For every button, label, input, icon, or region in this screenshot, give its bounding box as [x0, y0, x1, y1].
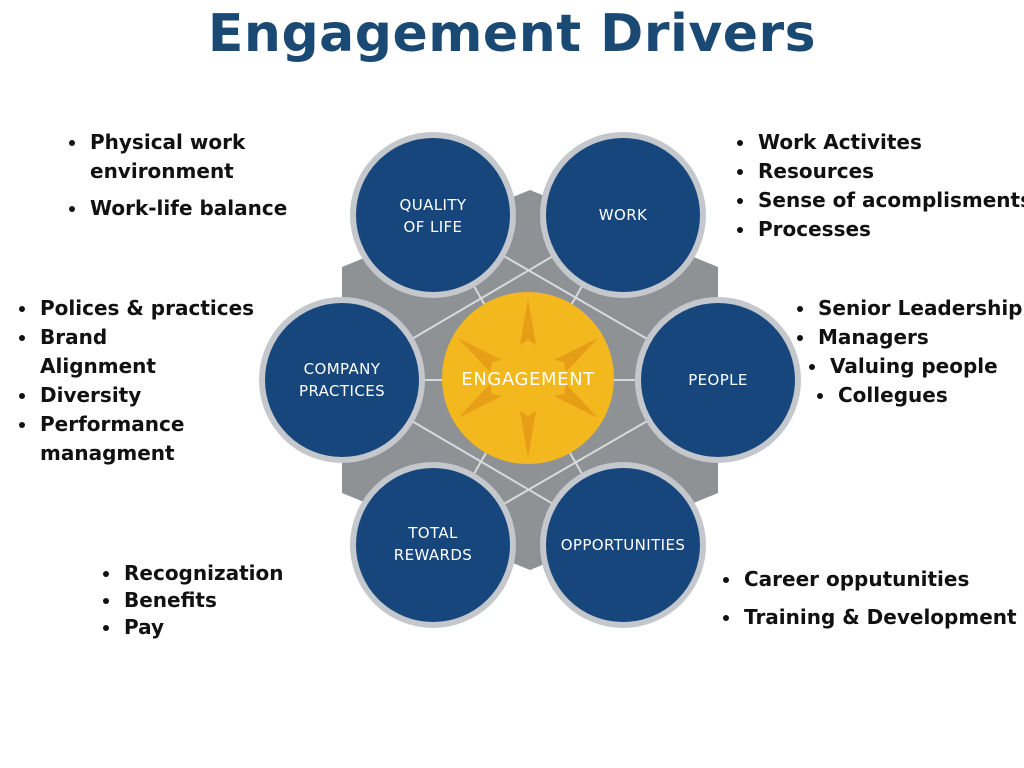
list-item: Benefits [122, 587, 342, 614]
list-item: Valuing people [828, 352, 1024, 381]
list-item: Pay [122, 614, 342, 641]
diagram-title: Engagement Drivers [207, 4, 817, 64]
people-bullets: Senior Leadership Managers Valuing peopl… [798, 294, 1024, 410]
list-item: Recognization [122, 560, 342, 587]
list-item: Managers [816, 323, 1024, 352]
node-opportunities: OPPORTUNITIES [540, 462, 706, 628]
node-company-practices: COMPANY PRACTICES [259, 297, 425, 463]
list-item: Resources [756, 157, 1024, 186]
list-item: Collegues [836, 381, 1024, 410]
node-label-company-practices-2: PRACTICES [299, 382, 385, 400]
engagement-label: ENGAGEMENT [461, 369, 595, 390]
node-label-quality-of-life-2: OF LIFE [404, 218, 463, 236]
node-label-people: PEOPLE [688, 371, 748, 389]
work-bullets: Work Activites Resources Sense of acompl… [738, 128, 1024, 244]
list-item: Career opputunities [742, 560, 1024, 598]
list-item: Diversity [38, 381, 278, 410]
list-item: Sense of acomplisments [756, 186, 1024, 215]
list-item: Senior Leadership [816, 294, 1024, 323]
list-item: Work Activites [756, 128, 1024, 157]
inward-arrows [458, 298, 598, 458]
list-item: Training & Development [742, 598, 1024, 636]
company-practices-bullets: Polices & practices Brand Alignment Dive… [20, 294, 278, 468]
node-label-work: WORK [599, 206, 648, 224]
list-item: Physical work environment [88, 128, 308, 186]
node-label-total-rewards-2: REWARDS [394, 546, 472, 564]
list-item: Work-life balance [88, 194, 308, 223]
list-item: Polices & practices [38, 294, 278, 323]
node-label-total-rewards-1: TOTAL [407, 524, 458, 542]
engagement-center-circle [442, 292, 614, 464]
node-quality-of-life: QUALITY OF LIFE [350, 132, 516, 298]
node-label-opportunities: OPPORTUNITIES [561, 536, 686, 554]
node-label-quality-of-life-1: QUALITY [400, 196, 467, 214]
quality-of-life-bullets: Physical work environment Work-life bala… [70, 128, 308, 223]
total-rewards-bullets: Recognization Benefits Pay [104, 560, 342, 641]
list-item: Brand Alignment [38, 323, 190, 381]
node-work: WORK [540, 132, 706, 298]
node-people: PEOPLE [635, 297, 801, 463]
node-label-company-practices-1: COMPANY [304, 360, 381, 378]
node-total-rewards: TOTAL REWARDS [350, 462, 516, 628]
list-item: Processes [756, 215, 1024, 244]
list-item: Performance managment [38, 410, 220, 468]
opportunities-bullets: Career opputunities Training & Developme… [724, 560, 1024, 636]
